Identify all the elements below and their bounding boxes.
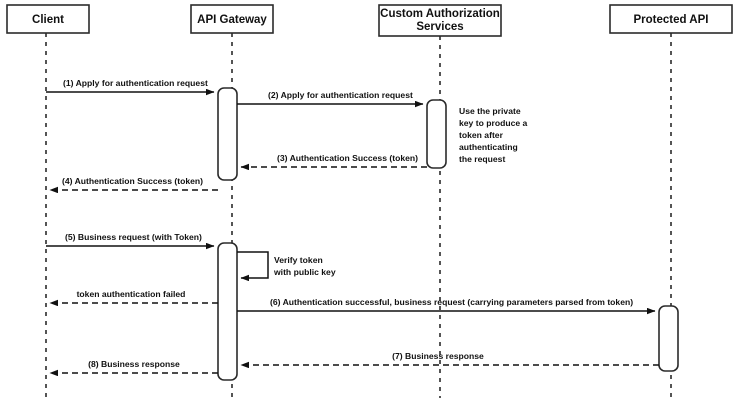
- participant-box-client: [6, 4, 90, 34]
- participant-label-custom-authorization-services-line1: Custom Authorization: [380, 8, 500, 20]
- activation-api-gateway-auth: [217, 87, 238, 181]
- message-4-label: (4) Authentication Success (token): [62, 176, 203, 186]
- message-2-label: (2) Apply for authentication request: [268, 90, 413, 100]
- private-key-note-line-4: authenticating: [459, 142, 518, 152]
- message-2[interactable]: (2) Apply for authentication request: [237, 90, 424, 108]
- activation-protected-api: [658, 305, 679, 372]
- self-message-verify-token-line1: Verify token: [274, 255, 323, 265]
- participant-header-protected-api[interactable]: Protected API: [609, 4, 733, 34]
- message-1[interactable]: (1) Apply for authentication request: [46, 78, 215, 96]
- participant-label-api-gateway: API Gateway: [197, 14, 267, 26]
- participant-header-client[interactable]: Client: [6, 4, 90, 34]
- private-key-note-line-1: Use the private: [459, 106, 521, 116]
- message-4[interactable]: (4) Authentication Success (token): [49, 176, 218, 194]
- participant-label-client: Client: [32, 14, 64, 26]
- message-6-label: (6) Authentication successful, business …: [270, 297, 633, 307]
- message-8[interactable]: (8) Business response: [49, 359, 218, 377]
- participant-label-custom-authorization-services-line2: Services: [416, 21, 463, 33]
- message-7-label: (7) Business response: [392, 351, 484, 361]
- message-3-label: (3) Authentication Success (token): [277, 153, 418, 163]
- message-6[interactable]: (6) Authentication successful, business …: [237, 297, 656, 315]
- message-token-authentication-failed-label: token authentication failed: [77, 289, 186, 299]
- participant-label-protected-api: Protected API: [634, 14, 709, 26]
- activation-api-gateway-business: [217, 242, 238, 381]
- private-key-note-line-3: token after: [459, 130, 504, 140]
- message-3[interactable]: (3) Authentication Success (token): [240, 153, 427, 171]
- message-7[interactable]: (7) Business response: [240, 351, 659, 369]
- message-5[interactable]: (5) Business request (with Token): [46, 232, 215, 250]
- participant-header-api-gateway[interactable]: API Gateway: [190, 4, 274, 34]
- activation-custom-authorization-services: [426, 99, 447, 169]
- message-token-authentication-failed[interactable]: token authentication failed: [49, 289, 218, 307]
- message-8-label: (8) Business response: [88, 359, 180, 369]
- self-message-verify-token-arrow: [237, 251, 269, 282]
- message-5-label: (5) Business request (with Token): [65, 232, 202, 242]
- private-key-note-box: [455, 102, 547, 164]
- private-key-note-line-5: the request: [459, 154, 505, 164]
- participant-header-custom-authorization-services[interactable]: Custom Authorization Services: [378, 4, 502, 37]
- self-message-verify-token-line2: with public key: [273, 267, 336, 277]
- self-message-verify-token[interactable]: Verify token with public key: [237, 251, 336, 282]
- private-key-note-line-2: key to produce a: [459, 118, 528, 128]
- message-1-label: (1) Apply for authentication request: [63, 78, 208, 88]
- private-key-note: Use the private key to produce a token a…: [455, 102, 547, 164]
- participant-box-protected-api: [609, 4, 733, 34]
